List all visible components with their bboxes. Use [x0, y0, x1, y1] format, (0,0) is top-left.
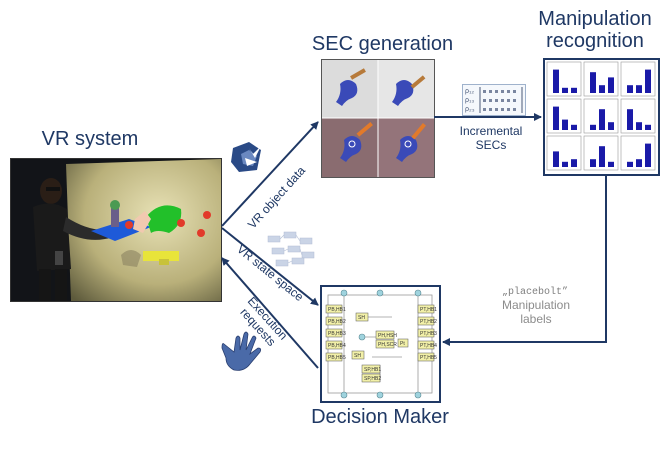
histogram-bar — [599, 146, 605, 167]
dm-node-label: PT,HB5 — [420, 355, 437, 361]
sec-matrix-row-label-3: ρ₂₃ — [465, 106, 475, 113]
dm-node-label: PT,HB3 — [420, 331, 437, 337]
histogram-bar — [590, 159, 596, 167]
dm-node-pb-hb3: PB,HB3 — [325, 328, 346, 338]
decision-maker-title: Decision Maker — [311, 406, 449, 428]
dm-node-ph-hsh: PH,HSH — [375, 330, 397, 340]
dm-node-pt-hb1: PT,HB1 — [417, 304, 437, 314]
histogram-bar — [627, 161, 633, 167]
histogram-bar — [562, 119, 568, 130]
cube-burst-icon — [227, 140, 267, 176]
manipulation-labels-label: Manipulation labels — [501, 298, 571, 326]
sec-matrix-icon: ρ₁₂ ρ₁₃ ρ₂₃ — [462, 84, 526, 116]
histogram-bar — [645, 143, 651, 167]
histogram-bar — [562, 87, 568, 93]
dm-node-sh-1: SH — [355, 312, 369, 322]
decision-maker-panel: PB,HB1 PB,HB2 PB,HB3 PB,HB4 PB,HB5 PT,HB… — [320, 285, 441, 403]
histogram-bar — [636, 85, 642, 93]
dm-node-label: PB,HB2 — [328, 319, 346, 325]
sec-frames-illustration — [322, 60, 434, 177]
dm-node-pt: Pt — [397, 338, 409, 348]
histogram-bar — [553, 151, 559, 167]
manipulation-recognition-panel — [543, 58, 660, 176]
vr-system-photo — [10, 158, 222, 302]
histogram-bar — [571, 124, 577, 130]
sec-generation-title: SEC generation — [311, 33, 454, 55]
arrow-recognition-to-decision — [442, 176, 607, 346]
dm-node-label: PT,HB2 — [420, 319, 437, 325]
dm-node-label: PB,HB4 — [328, 343, 346, 349]
dm-node-label: SP,HB2 — [364, 376, 381, 382]
vr-scene-illustration — [11, 159, 221, 301]
histogram-bar — [553, 69, 559, 93]
dm-node-ph-scr: PH,SCR — [375, 339, 397, 349]
sec-matrix-row-label-2: ρ₁₃ — [465, 97, 475, 104]
histogram-bar — [571, 159, 577, 167]
sec-generation-images — [321, 59, 435, 178]
dm-node-label: Pt — [400, 341, 405, 347]
dm-node-label: SH — [358, 315, 365, 321]
dm-node-label: PH,HSH — [378, 333, 397, 339]
histogram-bar — [627, 109, 633, 130]
histogram-bar — [636, 122, 642, 130]
dm-node-label: SP,HB1 — [364, 367, 381, 373]
histogram-bar — [608, 122, 614, 130]
histogram-bar — [645, 124, 651, 130]
histogram-bar — [553, 106, 559, 130]
vr-system-title: VR system — [41, 128, 139, 150]
histogram-bar — [590, 72, 596, 93]
histogram-bar — [627, 85, 633, 93]
histogram-bar — [562, 161, 568, 167]
dm-node-pb-hb4: PB,HB4 — [325, 340, 346, 350]
dm-node-pt-hb5: PT,HB5 — [417, 352, 437, 362]
dm-node-pb-hb2: PB,HB2 — [325, 316, 346, 326]
dm-node-label: PB,HB1 — [328, 307, 346, 313]
arrow-decision-to-vr — [221, 257, 319, 369]
dm-node-pt-hb4: PT,HB4 — [417, 340, 437, 350]
dm-node-pt-hb3: PT,HB3 — [417, 328, 437, 338]
histogram-bar — [571, 87, 577, 93]
dm-node-sp-hb2: SP,HB2 — [361, 373, 381, 383]
dm-node-label: PB,HB5 — [328, 355, 346, 361]
dm-node-label: PT,HB4 — [420, 343, 437, 349]
hand-icon — [218, 330, 264, 374]
state-space-icon — [262, 228, 318, 270]
histogram-bar — [636, 159, 642, 167]
arrow-vr-to-sec — [221, 121, 319, 227]
placebolt-label: „placebolt” — [501, 287, 568, 298]
arrow-vr-to-decision — [221, 227, 319, 306]
dm-node-label: SH — [354, 353, 361, 359]
recognition-histograms — [546, 61, 656, 171]
histogram-bar — [599, 109, 605, 130]
histogram-bar — [608, 77, 614, 93]
manipulation-recognition-title: Manipulation recognition — [538, 8, 652, 52]
dm-node-sp-hb1: SP,HB1 — [361, 364, 381, 374]
dm-node-pb-hb5: PB,HB5 — [325, 352, 346, 362]
histogram-bar — [590, 124, 596, 130]
histogram-bar — [645, 69, 651, 93]
sec-matrix-grid — [479, 87, 523, 113]
decision-maker-graph: PB,HB1 PB,HB2 PB,HB3 PB,HB4 PB,HB5 PT,HB… — [325, 289, 437, 399]
dm-node-label: PH,SCR — [378, 342, 397, 348]
histogram-bar — [608, 161, 614, 167]
dm-node-label: PB,HB3 — [328, 331, 346, 337]
dm-node-pt-hb2: PT,HB2 — [417, 316, 437, 326]
incremental-secs-label: Incremental SECs — [459, 124, 523, 152]
dm-node-label: PT,HB1 — [420, 307, 437, 313]
histogram-bar — [599, 85, 605, 93]
sec-matrix-row-label-1: ρ₁₂ — [465, 88, 475, 95]
dm-node-pb-hb1: PB,HB1 — [325, 304, 346, 314]
dm-node-sh-2: SH — [351, 350, 365, 360]
